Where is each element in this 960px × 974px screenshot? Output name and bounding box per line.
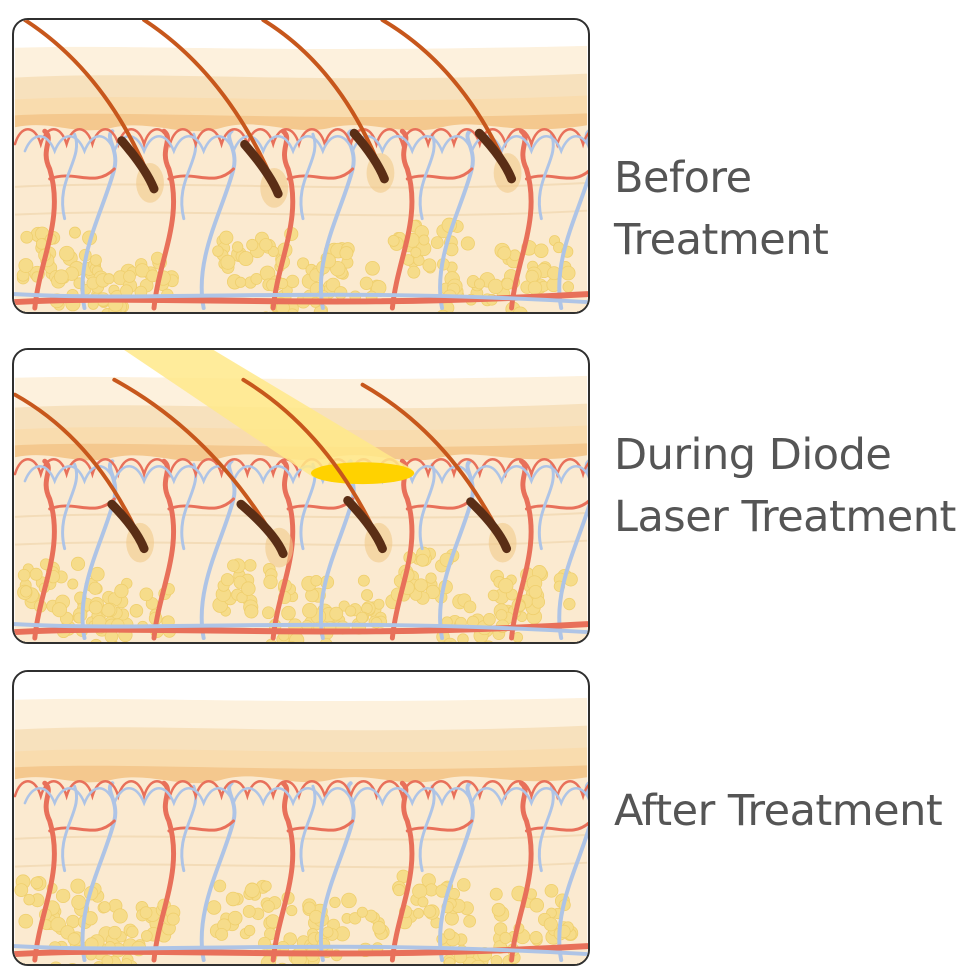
vein [80, 129, 118, 311]
capillary [299, 132, 317, 221]
capillary [405, 819, 474, 833]
capillary [405, 497, 474, 511]
artery [151, 780, 177, 963]
blood-vessels [14, 780, 588, 963]
capillary [167, 167, 235, 181]
vein [438, 459, 475, 641]
capillary [61, 784, 78, 873]
hair-root [107, 499, 149, 554]
artery [32, 128, 57, 311]
artery [270, 780, 296, 963]
capillary [405, 167, 474, 181]
vein [199, 129, 237, 311]
artery [151, 458, 177, 641]
artery [389, 128, 415, 311]
vein [557, 129, 588, 311]
deep-vein [14, 622, 588, 635]
vein [557, 781, 588, 963]
artery [509, 780, 534, 963]
capillary [286, 167, 355, 181]
dermis-line [14, 833, 588, 841]
hair-root [343, 496, 387, 554]
laser-spot [310, 462, 415, 485]
vein [199, 459, 237, 641]
vein [557, 459, 588, 641]
capillary [418, 462, 436, 551]
skin-diagram-before [14, 20, 588, 312]
capillary [167, 819, 235, 833]
capillary [418, 132, 436, 221]
vein [438, 781, 475, 963]
skin-diagram-after [14, 672, 588, 964]
artery [509, 128, 534, 311]
hair-root [466, 497, 512, 554]
panel-after-treatment [12, 670, 590, 966]
vein [199, 781, 237, 963]
blood-vessels [14, 128, 588, 311]
label-before-treatment: Before Treatment [614, 153, 829, 265]
capillary [299, 784, 317, 873]
capillary [537, 784, 555, 873]
artery [270, 128, 296, 311]
label-during-treatment: During Diode Laser Treatment [614, 430, 956, 542]
capillary [537, 132, 555, 221]
artery [32, 780, 57, 963]
capillary [48, 819, 116, 833]
vein [80, 459, 118, 641]
dermis-line [14, 209, 588, 217]
capillary [167, 497, 235, 511]
fat-tissue [17, 546, 578, 642]
capillary [286, 819, 355, 833]
capillary [61, 132, 78, 221]
label-after-treatment: After Treatment [614, 786, 943, 836]
capillary-loops [23, 134, 588, 155]
panel-during-treatment [12, 348, 590, 644]
hair-root [240, 139, 283, 199]
vein [438, 129, 475, 311]
artery [509, 458, 534, 641]
fat-tissue [16, 217, 576, 312]
dermis-line [14, 511, 588, 519]
capillary [48, 167, 116, 181]
skin-diagram-during [14, 350, 588, 642]
vein [80, 781, 118, 963]
artery [151, 128, 177, 311]
hairs [22, 20, 522, 208]
artery [32, 458, 57, 641]
panel-before-treatment [12, 18, 590, 314]
capillary [524, 499, 588, 511]
capillary [524, 821, 588, 833]
capillary-loops [23, 786, 588, 807]
deep-vein [14, 292, 588, 305]
hair-root [349, 128, 389, 184]
hair-root [236, 499, 288, 559]
hairs [14, 377, 517, 568]
capillary [61, 462, 78, 551]
dermis-line [14, 861, 588, 869]
hair-root [474, 128, 517, 184]
capillary [418, 784, 436, 873]
laser-beam [124, 350, 413, 478]
capillary [537, 462, 555, 551]
deep-vein [14, 944, 588, 957]
capillary [524, 169, 588, 181]
hair-root [117, 136, 159, 194]
artery [270, 458, 296, 641]
artery [389, 780, 415, 963]
